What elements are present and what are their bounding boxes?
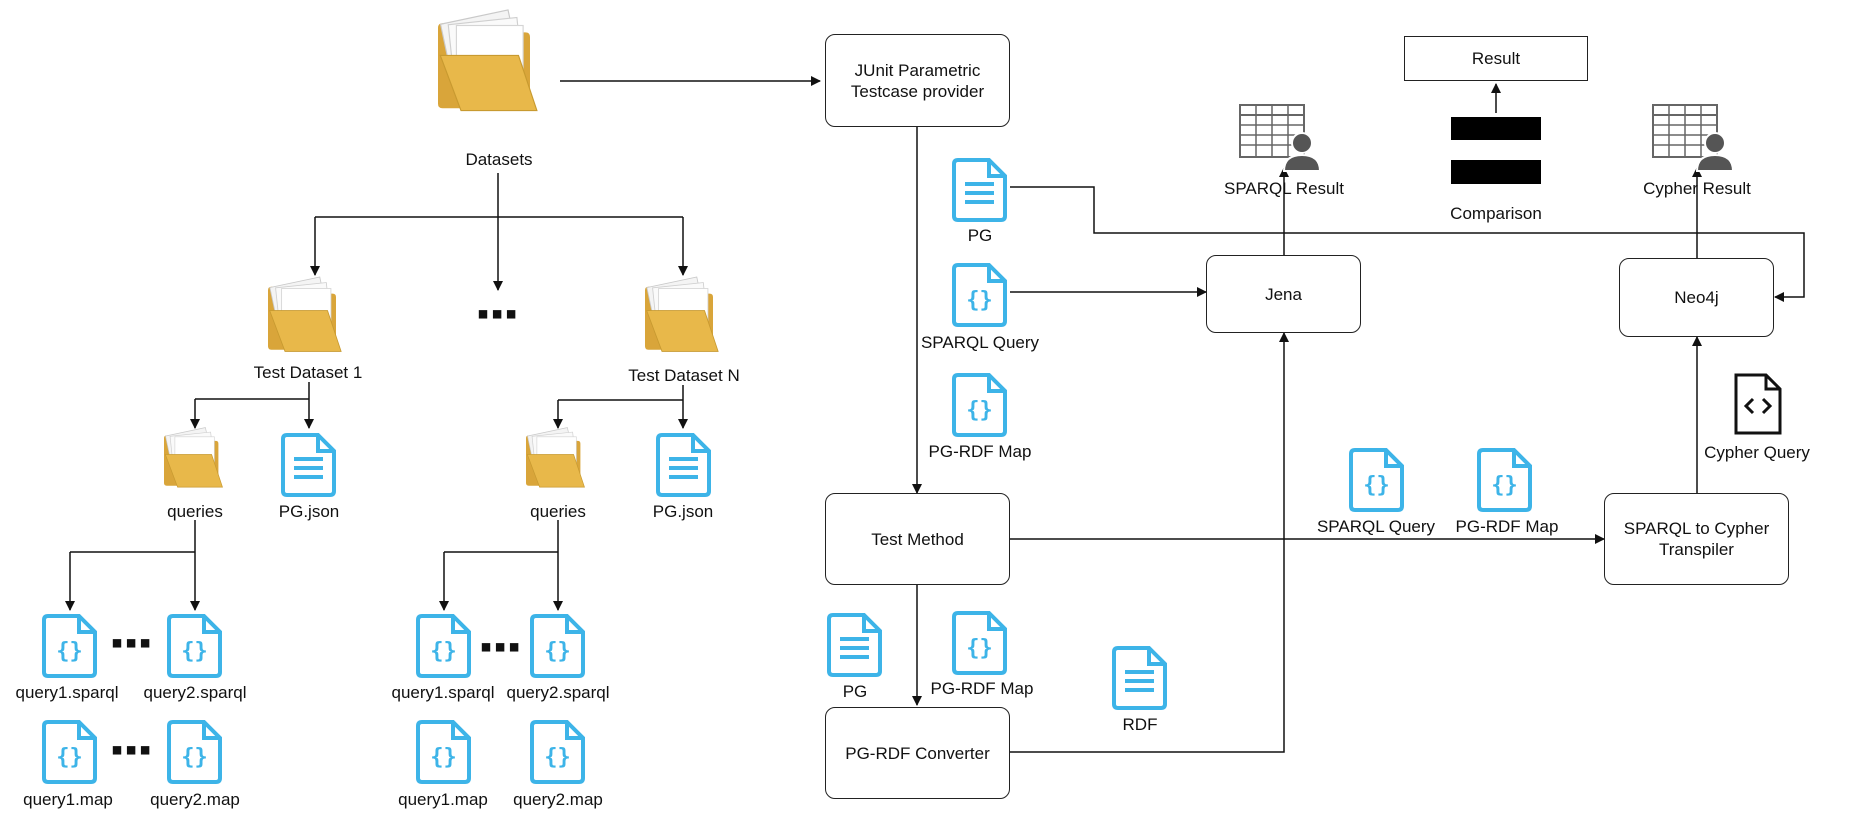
- comparison-equals-icon: [1451, 117, 1541, 184]
- query-file-icon: [530, 614, 585, 678]
- transpiler-box: SPARQL to Cypher Transpiler: [1604, 493, 1789, 585]
- map-file-icon: [530, 720, 585, 784]
- edge-qn-split: [444, 520, 559, 553]
- jena-box: Jena: [1206, 255, 1361, 333]
- maps-ellipsis: ▪▪▪: [110, 731, 154, 769]
- query2-map-label: query2.map: [150, 790, 240, 809]
- junit-box: JUnit Parametric Testcase provider: [825, 34, 1010, 127]
- pg-json-file-icon: [281, 433, 336, 497]
- datasets-folder-icon: [437, 9, 538, 112]
- sparql-result-label: SPARQL Result: [1224, 179, 1344, 198]
- rdf-file-icon: [1112, 646, 1167, 710]
- sparql-query-file-icon: [1349, 448, 1404, 512]
- map-file-icon: [167, 720, 222, 784]
- query-file-icon: [416, 614, 471, 678]
- sparql-query-file-icon: [952, 263, 1007, 327]
- datasets-ellipsis: ▪▪▪: [476, 295, 520, 333]
- query2-map-label: query2.map: [513, 790, 603, 809]
- query1-sparql-label: query1.sparql: [391, 683, 495, 702]
- pg-rdf-map-file-icon: [952, 611, 1007, 675]
- edge-q1-split: [70, 520, 196, 553]
- test-dataset-1-folder-icon: [267, 276, 342, 352]
- cypher-query-label: Cypher Query: [1704, 443, 1810, 462]
- query2-sparql-label: query2.sparql: [143, 683, 247, 702]
- neo4j-box: Neo4j: [1619, 258, 1774, 337]
- test-dataset-n-folder-icon: [644, 276, 719, 352]
- pg-rdf-map-label: PG-RDF Map: [930, 679, 1034, 698]
- datasets-label: Datasets: [465, 150, 533, 169]
- test-method-box: Test Method: [825, 493, 1010, 585]
- edge-ds1-split: [195, 382, 310, 400]
- test-dataset-1-label: Test Dataset 1: [253, 363, 363, 382]
- queries-label: queries: [530, 502, 586, 521]
- pg-rdf-map-file-icon: [952, 373, 1007, 437]
- map-file-icon: [42, 720, 97, 784]
- result-box: Result: [1404, 36, 1588, 81]
- pg-json-file-icon: [656, 433, 711, 497]
- query-file-icon: [42, 614, 97, 678]
- pg-json-label: PG.json: [652, 502, 714, 521]
- pg-rdf-converter-box: PG-RDF Converter: [825, 707, 1010, 799]
- comparison-label: Comparison: [1450, 204, 1542, 223]
- queries-ellipsis: ▪▪▪: [479, 628, 523, 666]
- pg-rdf-map-label: PG-RDF Map: [1455, 517, 1559, 536]
- query1-map-label: query1.map: [23, 790, 113, 809]
- pg-file-icon: [827, 613, 882, 677]
- sparql-result-icon: [1239, 104, 1321, 172]
- map-file-icon: [416, 720, 471, 784]
- edge-dsn-split: [558, 385, 684, 401]
- pg-rdf-map-file-icon: [1477, 448, 1532, 512]
- edge-pg-neo4j: [1010, 186, 1805, 302]
- rdf-label: RDF: [1122, 715, 1158, 734]
- cypher-query-file-icon: [1734, 373, 1782, 435]
- queries-ellipsis: ▪▪▪: [110, 624, 154, 662]
- cypher-result-label: Cypher Result: [1643, 179, 1751, 198]
- queries-label: queries: [167, 502, 223, 521]
- cypher-result-icon: [1652, 104, 1734, 172]
- connectors: [65, 76, 1805, 753]
- query1-sparql-label: query1.sparql: [15, 683, 119, 702]
- pg-file-icon: [952, 158, 1007, 222]
- query2-sparql-label: query2.sparql: [506, 683, 610, 702]
- query1-map-label: query1.map: [398, 790, 488, 809]
- test-dataset-n-label: Test Dataset N: [628, 366, 740, 385]
- pg-label: PG: [842, 682, 868, 701]
- queries-folder-icon: [525, 427, 585, 488]
- sparql-query-label: SPARQL Query: [920, 333, 1040, 352]
- sparql-query-label: SPARQL Query: [1316, 517, 1436, 536]
- queries-folder-icon: [163, 427, 223, 488]
- pg-json-label: PG.json: [278, 502, 340, 521]
- edge-converter-jena: [1008, 332, 1289, 753]
- edge-datasets-tree: [315, 173, 683, 218]
- pg-label: PG: [967, 226, 993, 245]
- pg-rdf-map-label: PG-RDF Map: [928, 442, 1032, 461]
- query-file-icon: [167, 614, 222, 678]
